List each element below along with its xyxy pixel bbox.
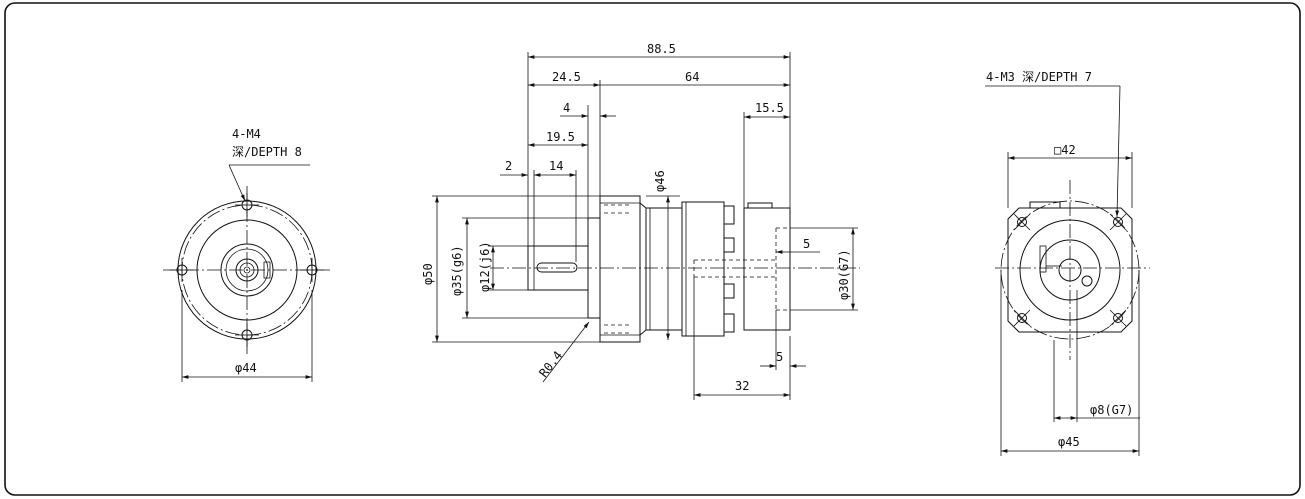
rear-bore <box>1058 258 1082 282</box>
motor-housing <box>681 201 725 337</box>
dim-pilot-diameter: φ35(g6) <box>450 245 464 296</box>
rear-bore-diameter: φ8(G7) <box>1090 403 1133 417</box>
front-shaft <box>235 258 259 282</box>
dim-key-length: 14 <box>549 159 563 173</box>
front-view: 4-M4 深/DEPTH 8 φ44 <box>163 127 330 382</box>
rear-bolt-circle-diameter: φ45 <box>1058 435 1080 449</box>
rear-square-size: □42 <box>1054 143 1076 157</box>
dim-body-length: 64 <box>685 70 699 84</box>
rear-view: 4-M3 深/DEPTH 7 □42 φ8(G7) φ45 <box>985 70 1150 456</box>
dim-pilot-depth-bottom: 5 <box>776 350 783 364</box>
rear-square-flange <box>1007 207 1133 333</box>
dim-motor-flange-length: 15.5 <box>755 101 784 115</box>
rear-mounting-hole <box>1017 313 1027 323</box>
front-thread-depth: 深/DEPTH 8 <box>232 145 302 159</box>
dim-shaft-diameter: φ12(j6) <box>478 241 492 292</box>
rear-thread-callout: 4-M3 深/DEPTH 7 <box>986 70 1092 84</box>
front-diameter-label: φ44 <box>235 361 257 375</box>
dim-flange-thickness: 4 <box>563 101 570 115</box>
rear-mounting-hole <box>1017 217 1027 227</box>
rear-mounting-hole <box>1113 217 1123 227</box>
dim-bore-depth: 32 <box>735 379 749 393</box>
side-view: 88.5 24.5 64 4 15.5 19.5 2 14 φ46 φ50 <box>421 42 860 400</box>
rear-mounting-hole <box>1113 313 1123 323</box>
dim-motor-pilot-diameter: φ30(G7) <box>837 249 851 300</box>
adapter-flange <box>743 207 791 331</box>
gear-body <box>645 207 683 331</box>
front-pilot-circle <box>196 219 298 321</box>
dim-overall-length: 88.5 <box>647 42 676 56</box>
front-thread-callout: 4-M4 <box>232 127 261 141</box>
dim-fillet-radius: R0.4 <box>536 348 565 379</box>
dim-body-diameter: φ46 <box>653 170 667 192</box>
dim-outer-diameter: φ50 <box>421 263 435 285</box>
output-flange <box>599 195 641 343</box>
dim-flange-offset: 24.5 <box>552 70 581 84</box>
keyway <box>536 262 578 273</box>
dim-shaft-shoulder: 2 <box>505 159 512 173</box>
dim-pilot-depth-top: 5 <box>803 237 810 251</box>
drawing-frame <box>4 2 1301 496</box>
dim-shaft-length: 19.5 <box>546 130 575 144</box>
